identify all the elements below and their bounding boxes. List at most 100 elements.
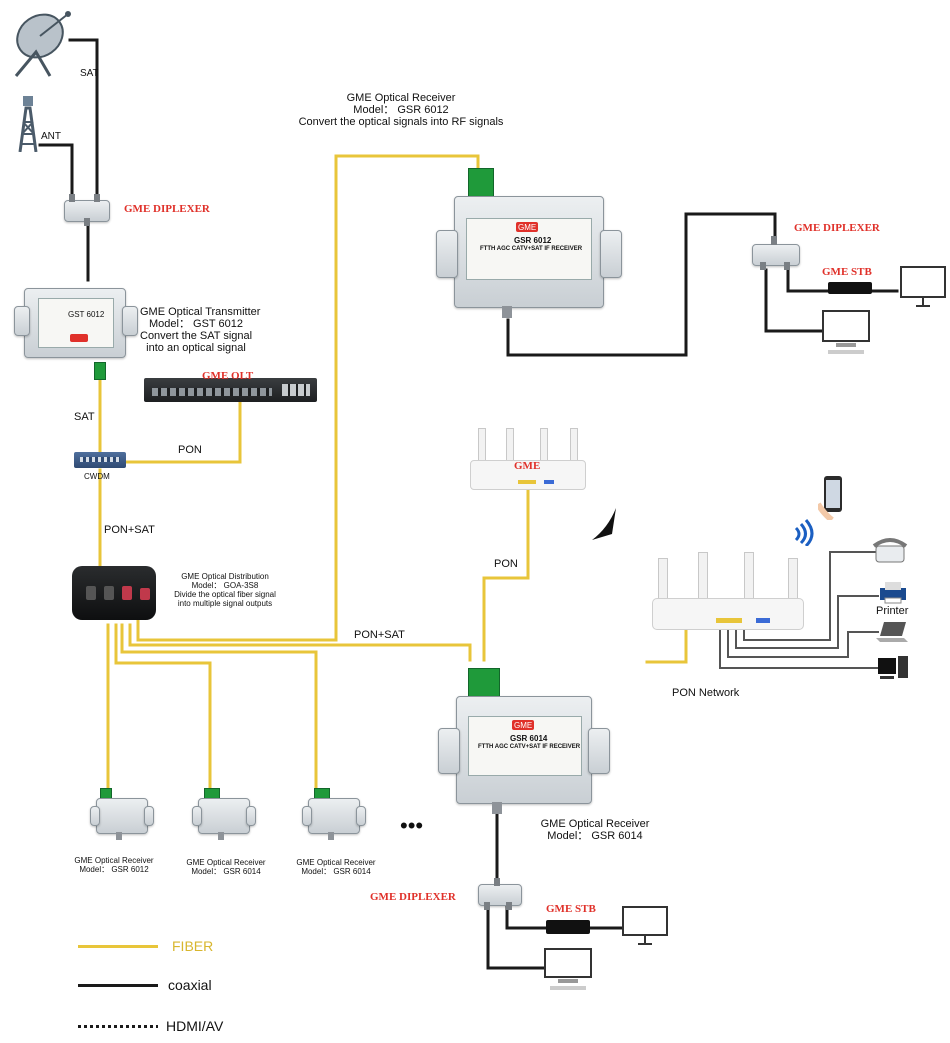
rx-bottom-title: GME Optical Receiver <box>540 818 650 830</box>
olt-device <box>144 372 317 402</box>
diplexer-bottom <box>474 878 524 910</box>
dist-title: GME Optical Distribution <box>181 572 269 581</box>
sat-label-top: SAT <box>80 68 99 79</box>
laptop-icon <box>876 620 910 644</box>
transmitter-caption: GME Optical Transmitter Model： GST 6012 … <box>140 306 261 354</box>
transmitter-model-plate: GST 6012 <box>68 310 105 319</box>
rx-top-brand: GME <box>518 223 537 232</box>
receiver-small-3-caption: GME Optical Receiver Model： GSR 6014 <box>288 858 384 876</box>
fiber-splitter-to-small3 <box>120 623 318 792</box>
rx-top-desc: Convert the optical signals into RF sign… <box>298 116 504 128</box>
optical-distribution-goa3s8 <box>68 562 160 624</box>
cwdm-device <box>74 452 126 468</box>
diplexer-right-label: GME DIPLEXER <box>794 222 880 234</box>
legend-coaxial-swatch <box>78 984 158 987</box>
printer-label: Printer <box>876 605 909 617</box>
olt-label: GME OLT <box>202 370 254 382</box>
sat-label-mid: SAT <box>74 411 95 423</box>
tv-bottom-icon <box>622 906 668 946</box>
coax-diplexer-right-to-stb <box>786 268 832 293</box>
stb-bottom-label: GME STB <box>546 903 596 915</box>
cwdm-label: CWDM <box>84 472 110 481</box>
optical-receiver-gsr6012: GME GSR 6012 FTTH AGC CATV+SAT IF RECEIV… <box>436 168 622 318</box>
stb-right <box>828 282 872 296</box>
dist-model: Model： GOA-3S8 <box>191 581 259 590</box>
optical-transmitter-gst6012: GST 6012 <box>14 280 138 362</box>
legend-hdmi-swatch <box>78 1025 158 1028</box>
rx-bottom-plate-model: GSR 6014 <box>510 734 548 743</box>
coax-diplexer-right-to-pc <box>764 268 826 333</box>
legend-hdmi-label: HDMI/AV <box>166 1018 224 1034</box>
rx-small1-title: GME Optical Receiver <box>74 856 154 865</box>
legend-fiber-label: FIBER <box>172 938 214 954</box>
router-label: GME <box>514 460 541 472</box>
rx-top-caption: GME Optical Receiver Model： GSR 6012 Con… <box>296 92 506 128</box>
coax-ant-to-diplexer <box>38 143 74 197</box>
optical-receiver-gsr6014: GME GSR 6014 FTTH AGC CATV+SAT IF RECEIV… <box>438 668 610 814</box>
receiver-small-2 <box>192 788 256 840</box>
pon-sat-label-left: PON+SAT <box>104 524 155 536</box>
tv-right-icon <box>900 266 946 308</box>
rx-bottom-caption: GME Optical Receiver Model： GSR 6014 <box>520 818 670 842</box>
stb-right-label: GME STB <box>822 266 872 278</box>
receiver-small-1-caption: GME Optical Receiver Model： GSR 6012 <box>66 856 162 874</box>
telephone-icon <box>872 536 908 564</box>
coax-sat-to-diplexer <box>68 38 99 197</box>
pon-label-mid: PON <box>494 558 518 570</box>
fiber-splitter-to-rx-bottom <box>128 623 472 662</box>
rx-top-plate-sub: FTTH AGC CATV+SAT IF RECEIVER <box>480 246 583 252</box>
fiber-splitter-to-small2 <box>114 623 212 792</box>
rx-top-title: GME Optical Receiver <box>346 92 456 104</box>
rx-small3-model: Model： GSR 6014 <box>301 867 371 876</box>
rx-top-plate-model: GSR 6012 <box>514 236 552 245</box>
dist-desc1: Divide the optical fiber signal <box>174 590 276 599</box>
coax-diplexer-bottom-to-stb <box>505 903 550 930</box>
receiver-small-3 <box>302 788 366 840</box>
legend-coaxial-label: coaxial <box>168 977 212 993</box>
diplexer-bottom-label: GME DIPLEXER <box>370 891 456 903</box>
transmitter-title: GME Optical Transmitter <box>140 306 261 318</box>
desktop-pc-icon <box>876 656 910 680</box>
rx-small2-title: GME Optical Receiver <box>186 858 266 867</box>
stb-bottom <box>546 920 590 936</box>
antenna-tower-icon <box>14 96 42 153</box>
coax-diplexer-bottom-to-pc <box>486 903 547 970</box>
printer-icon <box>878 580 908 604</box>
rx-bottom-brand: GME <box>514 721 533 730</box>
wifi-router-small <box>470 428 586 490</box>
fiber-router-to-rx-bottom <box>482 488 530 662</box>
smartphone-icon <box>815 474 848 523</box>
transmitter-model: Model： GST 6012 <box>149 318 243 330</box>
decorative-wedge <box>592 508 618 542</box>
wifi-signal-icon <box>792 518 816 548</box>
rx-bottom-plate-sub: FTTH AGC CATV+SAT IF RECEIVER <box>478 744 581 750</box>
rx-small2-model: Model： GSR 6014 <box>191 867 261 876</box>
pon-network-label: PON Network <box>672 687 740 699</box>
legend-fiber-swatch <box>78 945 158 948</box>
pon-sat-label-mid: PON+SAT <box>354 629 405 641</box>
ant-label: ANT <box>41 131 61 142</box>
transmitter-fiber-port <box>94 362 106 380</box>
rx-top-model: Model： GSR 6012 <box>353 104 449 116</box>
diplexer-top <box>58 194 114 226</box>
receiver-small-2-caption: GME Optical Receiver Model： GSR 6014 <box>178 858 274 876</box>
fiber-splitter-to-rx-top <box>136 154 480 642</box>
wifi-router-large <box>652 552 804 630</box>
satellite-dish-icon <box>6 6 76 78</box>
distribution-caption: GME Optical Distribution Model： GOA-3S8 … <box>166 572 284 608</box>
rx-small1-model: Model： GSR 6012 <box>79 865 149 874</box>
more-receivers-ellipsis: ••• <box>400 813 424 838</box>
pon-label-left: PON <box>178 444 202 456</box>
transmitter-desc1: Convert the SAT signal <box>140 330 253 342</box>
dist-desc2: into multiple signal outputs <box>177 599 273 608</box>
fiber-olt-to-cwdm <box>122 400 242 464</box>
diplexer-right <box>748 236 802 270</box>
rx-bottom-model: Model： GSR 6014 <box>547 830 643 842</box>
transmitter-desc2: into an optical signal <box>146 342 246 354</box>
receiver-small-1 <box>90 788 154 840</box>
pc-right-icon <box>822 310 870 356</box>
pc-bottom-icon <box>544 948 592 992</box>
diplexer-top-label: GME DIPLEXER <box>124 203 210 215</box>
